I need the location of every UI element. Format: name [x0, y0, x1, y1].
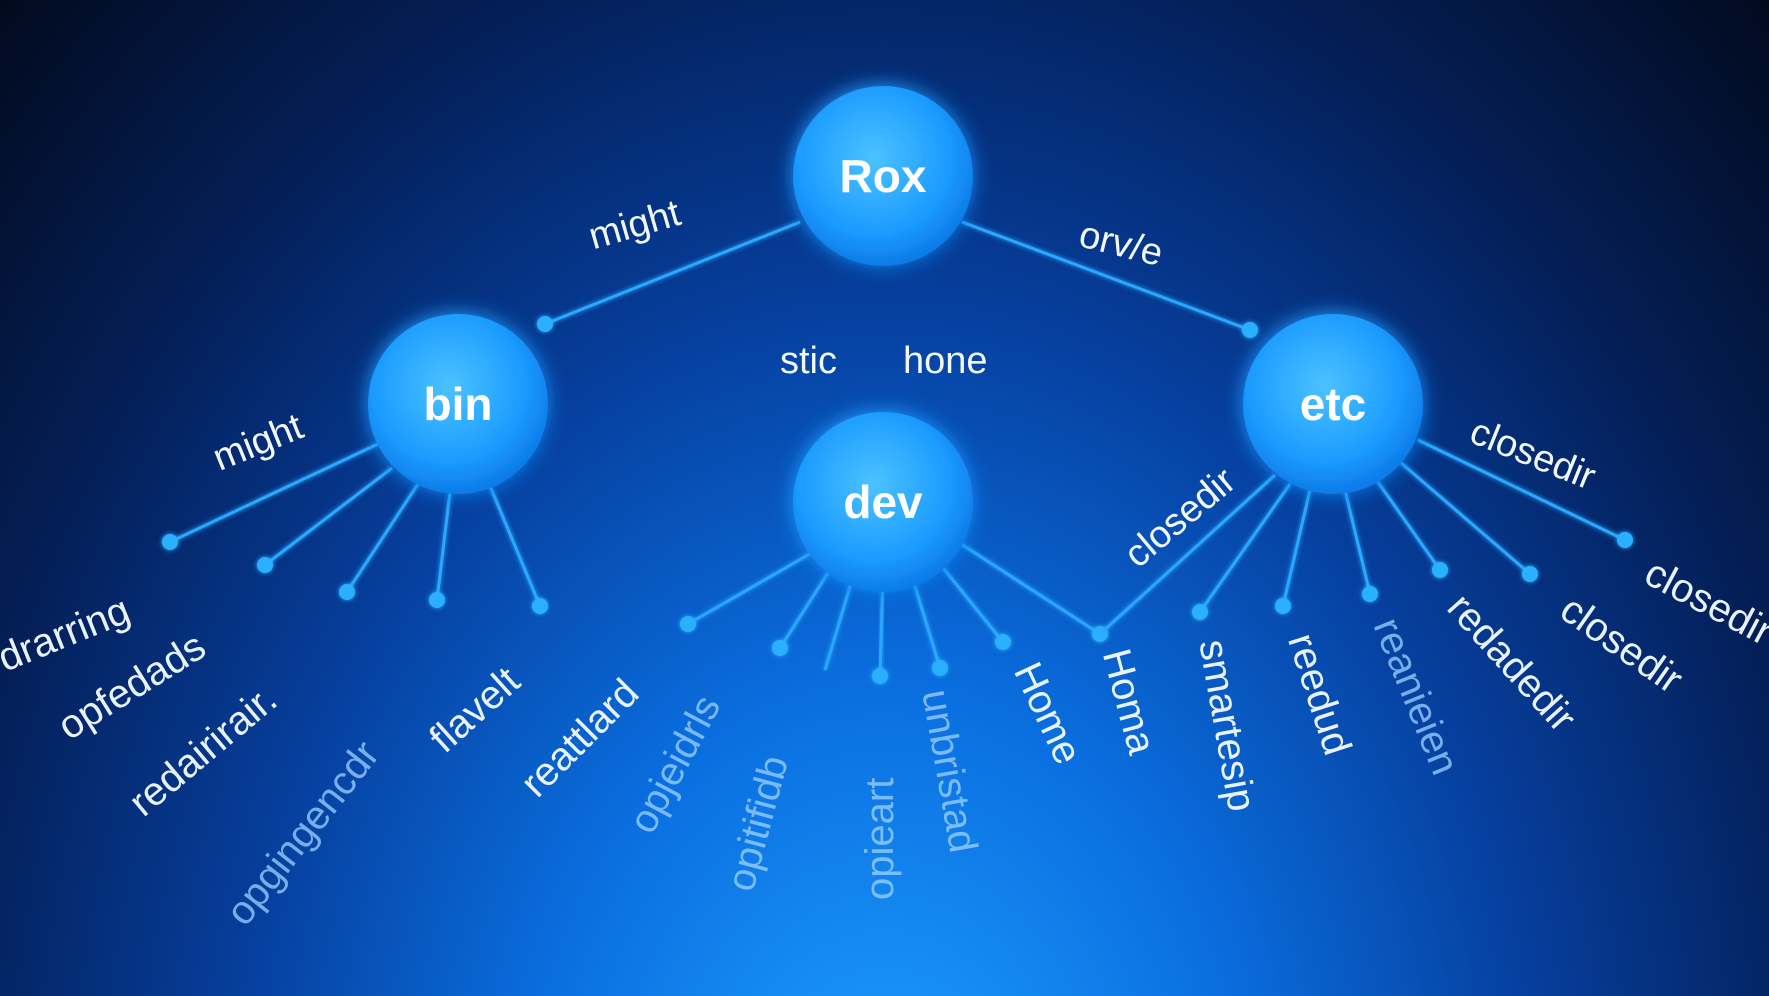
edge-dot [1432, 562, 1448, 578]
edge-etc-leaf [1373, 477, 1442, 571]
edge-dot [680, 616, 696, 632]
node-dev-label: dev [843, 476, 923, 528]
etc-leaves: Homa smartesip reedud reanieien redadedi… [1094, 551, 1769, 815]
edge-dot [257, 557, 273, 573]
edge-etc-leaf [1343, 489, 1372, 595]
leaf-label: closedir [1638, 551, 1769, 655]
leaf-label: opgingencdr [218, 733, 388, 934]
leaf-label: opieart [858, 778, 902, 900]
edge-dot [1275, 598, 1291, 614]
leaf-label: reattlard [512, 671, 647, 806]
bin-leaves: drarring opfedads redairirair. opgingenc… [0, 588, 528, 934]
edge-dev-leaf [778, 561, 837, 649]
edge-etc-leaf [1399, 460, 1531, 576]
edge-bin-leaf [169, 442, 379, 544]
leaf-label: unbristad [913, 686, 985, 856]
edge-bin-leaf [488, 485, 542, 607]
edge-dot [537, 316, 553, 332]
main-edges [537, 220, 1258, 412]
edge-bin-leaf [264, 466, 393, 567]
edge-etc-leaf [1281, 489, 1312, 607]
edge-bin-leaf [435, 491, 452, 601]
dev-leaves: reattlard opjeidrls opitifidb opieart un… [512, 656, 1090, 900]
etc-branches [1098, 438, 1633, 636]
edge-dot [162, 534, 178, 550]
leaf-label: flavelt [421, 659, 528, 762]
edge-label-root-dev-right: hone [903, 340, 988, 382]
edge-dev-leaf [933, 557, 1005, 643]
edge-etc-leaf [1198, 483, 1292, 613]
edge-label-root-etc: orv/e [1075, 214, 1167, 275]
leaf-label: Homa [1094, 644, 1164, 759]
edge-label-etc-right: closedir [1464, 411, 1601, 499]
edge-label-root-dev-left: stic [780, 340, 837, 382]
edge-dot [429, 592, 445, 608]
node-etc[interactable]: etc [1243, 314, 1423, 494]
edge-dot [772, 640, 788, 656]
node-root[interactable]: Rox [793, 86, 973, 266]
node-root-label: Rox [840, 150, 927, 202]
node-bin-circle [368, 314, 548, 494]
node-bin[interactable]: bin [368, 314, 548, 494]
edge-dot [1242, 322, 1258, 338]
edge-dot [995, 634, 1011, 650]
edge-root-etc [961, 220, 1251, 332]
edge-dev-leaf [954, 538, 1101, 636]
node-dev[interactable]: dev [793, 412, 973, 592]
edge-label-root-bin: might [584, 192, 685, 258]
leaf-label: drarring [0, 588, 136, 680]
edge-dot [1192, 604, 1208, 620]
edge-dot [932, 660, 948, 676]
node-bin-label: bin [424, 378, 493, 430]
edge-dot [339, 584, 355, 600]
edge-dot [872, 668, 888, 684]
leaf-label: opitifidb [719, 751, 797, 896]
edge-root-bin [544, 220, 801, 326]
leaf-label: reedud [1279, 628, 1359, 760]
leaf-label: reanieien [1365, 612, 1467, 781]
edge-dev-leaf [823, 569, 857, 671]
leaf-label: smartesip [1190, 636, 1263, 814]
bin-branches [162, 442, 548, 614]
edge-label-etc-left: closedir [1117, 460, 1245, 577]
node-root-circle [793, 86, 973, 266]
edge-dot [532, 598, 548, 614]
node-etc-circle [1243, 314, 1423, 494]
edge-dot [1362, 586, 1378, 602]
leaf-label: Home [1005, 656, 1090, 771]
edge-label-bin-left: might [207, 406, 309, 480]
node-etc-label: etc [1300, 378, 1366, 430]
edge-bin-leaf [345, 483, 420, 593]
node-dev-circle [793, 412, 973, 592]
edge-etc-leaf [1417, 438, 1626, 542]
edge-dev-leaf [908, 569, 942, 669]
edge-dot [1522, 566, 1538, 582]
edge-dev-leaf [687, 546, 821, 626]
edge-etc-leaf [1098, 473, 1277, 636]
edge-dot [1617, 532, 1633, 548]
